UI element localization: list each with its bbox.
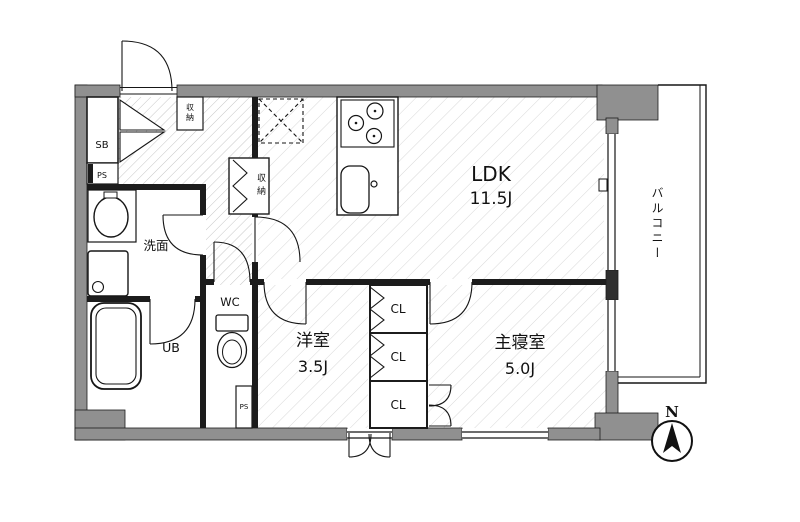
small-rooms: [86, 96, 428, 429]
label-washroom: 洗面: [143, 238, 168, 253]
exterior-walls: [74, 84, 659, 441]
labels: LDK 11.5J 洋室 3.5J 主寝室 5.0J 洗面 WC UB SB P…: [95, 102, 545, 412]
pipe-space-left-box: [86, 162, 119, 185]
sanitary: [87, 189, 249, 390]
window-lock-icon: [598, 178, 608, 192]
label-cl-middle: CL: [390, 350, 405, 364]
compass-icon: N: [651, 403, 693, 462]
interior-walls: [87, 97, 606, 428]
label-balcony: バルコニー: [650, 187, 664, 262]
label-storage-hall: 収納: [255, 172, 266, 199]
label-western-size: 3.5J: [298, 357, 328, 376]
hallway-storage-bifold-door: [232, 159, 248, 213]
label-western-name: 洋室: [296, 331, 330, 351]
label-cl-top: CL: [390, 302, 405, 316]
balcony-outline: バルコニー: [618, 84, 707, 384]
label-ldk-size: 11.5J: [470, 189, 513, 209]
kitchen-sink-icon: [340, 165, 370, 214]
label-master-size: 5.0J: [505, 359, 535, 378]
shoe-box-double-doors: [119, 98, 166, 164]
pipe-space-wc-box: [235, 385, 253, 429]
label-sb: SB: [95, 140, 108, 151]
label-ps-left: PS: [97, 171, 107, 180]
vanity-sink-icon: [93, 196, 129, 238]
windows: [120, 87, 619, 439]
hall-to-ldk-door-arc: [254, 216, 301, 263]
bath-door-arc: [149, 298, 196, 345]
label-ldk-name: LDK: [471, 162, 512, 186]
label-storage-entrance: 収納: [186, 102, 195, 123]
entrance-door-arc: [121, 40, 173, 92]
shoe-box: [86, 96, 119, 164]
label-ub: UB: [162, 340, 180, 355]
kitchen: [258, 96, 399, 216]
master-bedroom-door-arc: [429, 281, 473, 325]
closet-top-bifold-door: [369, 286, 385, 332]
western-room-door-arc: [263, 281, 307, 325]
washroom-door-arc: [162, 214, 204, 256]
closet-bottom-double-doors: [428, 384, 452, 427]
faucet-icon: [370, 180, 378, 188]
doors: [119, 40, 473, 458]
closet-column: [369, 284, 428, 429]
toilet-icon: [215, 314, 249, 332]
entrance-storage-box: [176, 96, 204, 131]
label-master-name: 主寝室: [495, 332, 546, 353]
floor-hatching: [118, 97, 606, 428]
closet-middle-bifold-door: [369, 333, 385, 379]
wc-door-arc: [213, 241, 251, 283]
refrigerator-dashed-box: [258, 98, 304, 144]
label-ps-wc: PS: [240, 403, 249, 411]
label-wc: WC: [220, 295, 239, 309]
label-cl-bottom: CL: [390, 398, 405, 412]
label-compass-n: N: [665, 403, 679, 421]
western-room-outer-door-arcs: [348, 433, 391, 458]
hallway-storage-box: [228, 157, 270, 215]
